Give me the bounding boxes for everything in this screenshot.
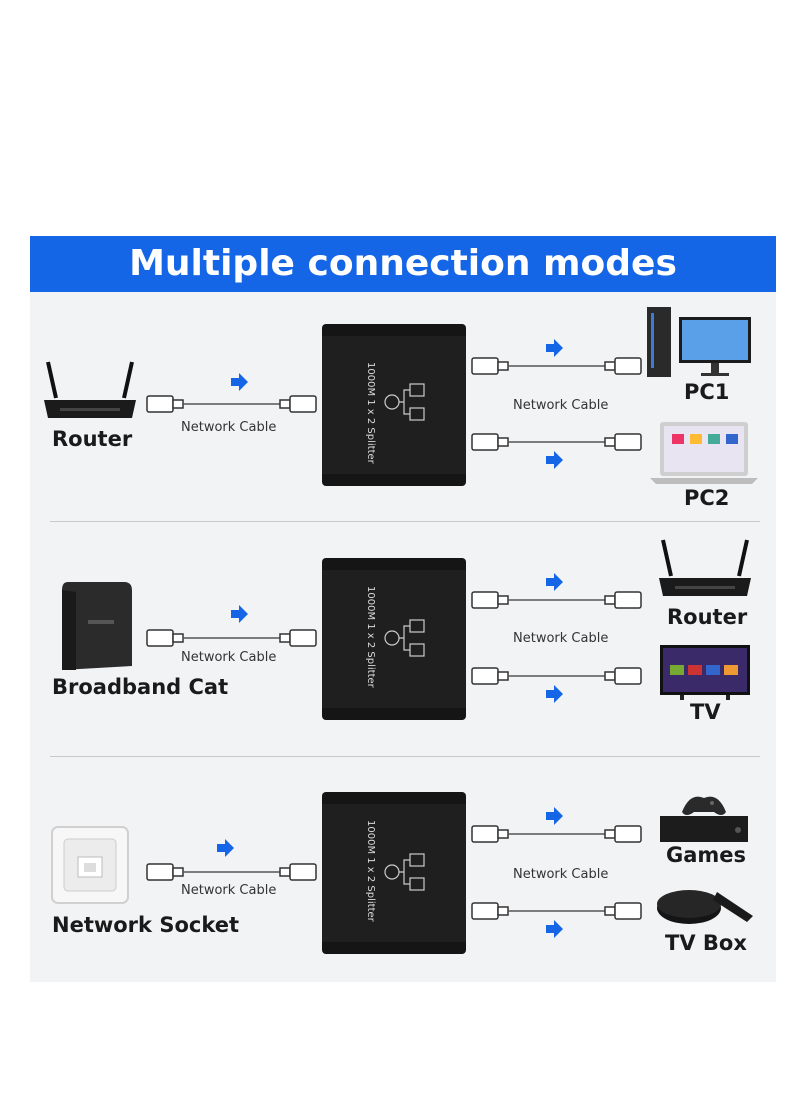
input-cable: [146, 373, 317, 413]
output-label: PC1: [684, 380, 730, 404]
cable-label: Network Cable: [181, 883, 277, 898]
source-label: Router: [52, 427, 133, 451]
arrow-right-icon: [546, 685, 563, 703]
output-cable: [471, 667, 642, 703]
arrow-right-icon: [231, 605, 248, 623]
splitter-device: 1000M 1 x 2 Splitter: [322, 792, 466, 954]
splitter-device: 1000M 1 x 2 Splitter: [322, 558, 466, 720]
output-label: PC2: [684, 486, 730, 510]
output-cable: [471, 339, 642, 375]
rj45-plug-icon: [146, 395, 184, 413]
output-cable: [471, 902, 642, 938]
modem-icon: [62, 582, 132, 670]
section-divider: [50, 756, 760, 757]
tv-icon: [660, 645, 750, 700]
cable-label: Network Cable: [181, 420, 277, 435]
output-label: Router: [667, 605, 748, 629]
rj45-plug-icon: [279, 395, 317, 413]
title-banner: Multiple connection modes: [30, 236, 776, 292]
output-label: TV: [690, 700, 721, 724]
arrow-right-icon: [231, 373, 248, 391]
desktop-pc-icon: [647, 307, 751, 377]
arrow-right-icon: [546, 451, 563, 469]
output-label: TV Box: [665, 931, 747, 955]
input-cable: [146, 839, 317, 881]
source-label: Broadband Cat: [52, 675, 229, 699]
output-cable: [471, 433, 642, 469]
arrow-right-icon: [546, 807, 563, 825]
splitter-label: 1000M 1 x 2 Splitter: [365, 820, 376, 923]
output-cable: [471, 807, 642, 843]
input-cable: [146, 605, 317, 647]
arrow-right-icon: [546, 573, 563, 591]
wall-socket-icon: [51, 826, 129, 904]
output-cable: [471, 573, 642, 609]
game-console-icon: [660, 796, 748, 842]
cable-label: Network Cable: [181, 650, 277, 665]
router-icon: [659, 539, 751, 596]
splitter-label: 1000M 1 x 2 Splitter: [365, 362, 376, 465]
output-label: Games: [666, 843, 747, 867]
arrow-right-icon: [546, 920, 563, 938]
splitter-label: 1000M 1 x 2 Splitter: [365, 586, 376, 689]
cable-label: Network Cable: [513, 631, 609, 646]
source-label: Network Socket: [52, 913, 240, 937]
section-divider: [50, 521, 760, 522]
arrow-right-icon: [546, 339, 563, 357]
router-icon: [44, 361, 136, 418]
cable-label: Network Cable: [513, 867, 609, 882]
tv-box-icon: [657, 890, 753, 924]
cable-label: Network Cable: [513, 398, 609, 413]
arrow-right-icon: [217, 839, 234, 857]
splitter-device: 1000M 1 x 2 Splitter: [322, 324, 466, 486]
page-title: Multiple connection modes: [129, 243, 677, 284]
laptop-icon: [650, 422, 758, 484]
